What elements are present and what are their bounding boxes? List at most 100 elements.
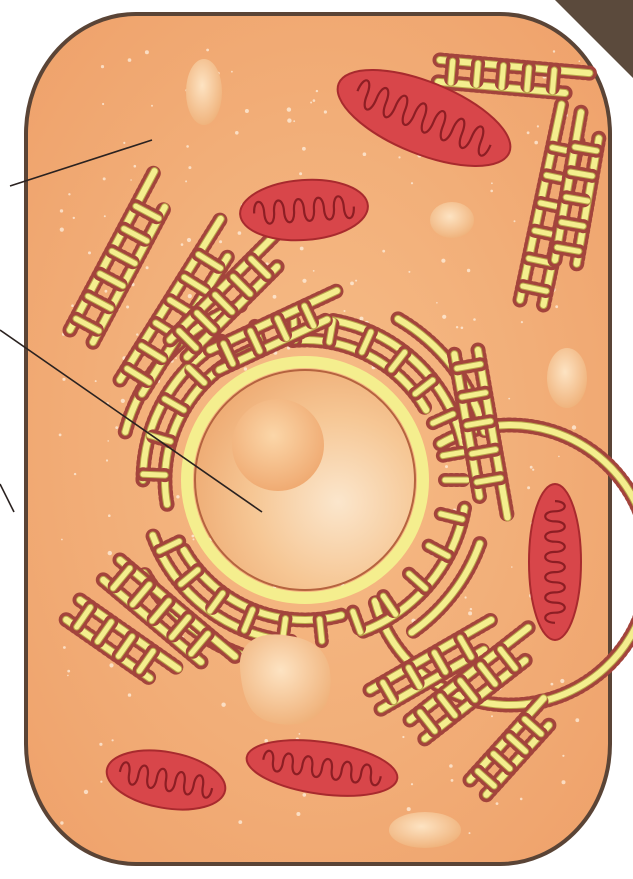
cytoplasm-speckle (442, 315, 446, 319)
cytoplasm-speckle (145, 50, 149, 54)
er-cistern (562, 222, 584, 226)
er-cistern (433, 414, 453, 423)
cytoplasm-speckle (491, 182, 493, 184)
cytoplasm-speckle (176, 495, 179, 498)
cytoplasm-speckle (106, 459, 108, 461)
cytoplasm-speckle (313, 99, 316, 102)
cytoplasm-speckle (302, 147, 306, 151)
cytoplasm-speckle (344, 310, 346, 312)
er-cistern (476, 63, 478, 85)
cytoplasm-speckle (63, 646, 66, 649)
er-cistern (250, 331, 259, 351)
cytoplasm-speckle (123, 142, 125, 144)
cytoplasm-speckle (273, 295, 277, 299)
cytoplasm-speckle (102, 103, 104, 105)
cytoplasm-speckle (468, 611, 472, 615)
cytoplasm-speckle (238, 820, 242, 824)
cytoplasm-speckle (473, 318, 476, 321)
cytoplasm-speckle (175, 357, 177, 359)
er-cistern (557, 247, 579, 251)
cytoplasm-speckle (470, 608, 472, 610)
cytoplasm-speckle (293, 120, 295, 122)
cytoplasm-speckle (126, 306, 129, 309)
cytoplasm-speckle (121, 399, 125, 403)
cytoplasm-speckle (146, 266, 149, 269)
cytoplasm-speckle (115, 426, 118, 429)
er-lumen (527, 68, 529, 90)
cytoplasm-speckle (287, 107, 291, 111)
cytoplasm-speckle (355, 280, 357, 282)
cytoplasm-speckle (360, 317, 364, 321)
cytoplasm-speckle (398, 156, 400, 158)
cytoplasm-speckle (95, 380, 97, 382)
cytoplasm-speckle (490, 190, 493, 193)
cytoplasm-speckle (558, 456, 560, 458)
cytoplasm-speckle (60, 209, 63, 212)
cytoplasm-speckle (299, 733, 301, 735)
er-cistern (441, 514, 462, 519)
cytoplasm-speckle (84, 790, 88, 794)
cytoplasm-speckle (99, 743, 102, 746)
cytoplasm-speckle (60, 228, 64, 232)
nucleus-group (187, 362, 423, 598)
cytoplasm-speckle (553, 50, 555, 52)
er-cistern (409, 668, 420, 687)
er-cistern (224, 344, 233, 364)
cytoplasm-speckle (67, 670, 70, 673)
cytoplasm-speckle (61, 539, 63, 541)
mitochondrion (529, 484, 581, 640)
er-cistern (320, 619, 322, 641)
cytoplasm-speckle (109, 663, 113, 667)
cytoplasm-speckle (73, 217, 75, 219)
er-lumen (552, 70, 554, 92)
cytoplasm-speckle (310, 102, 312, 104)
cytoplasm-speckle (107, 440, 109, 442)
cytoplasm-speckle (324, 110, 327, 113)
cytoplasm-speckle (469, 832, 471, 834)
cytoplasm-speckle (128, 693, 131, 696)
er-cistern (159, 541, 179, 551)
cytoplasm-speckle (71, 304, 74, 307)
cytoplasm-speckle (527, 486, 530, 489)
cytoplasm-speckle (445, 465, 448, 468)
er-cistern (429, 546, 448, 556)
cytoplasm-speckle (186, 145, 189, 148)
er-cistern (566, 197, 588, 201)
cytoplasm-speckle (575, 718, 579, 722)
cytoplasm-speckle (441, 259, 445, 263)
cytoplasm-speckle (244, 367, 247, 370)
cytoplasm-speckle (185, 180, 187, 182)
cytoplasm-speckle (508, 398, 510, 400)
cytoplasm-speckle (350, 282, 354, 286)
cytoplasm-speckle (88, 251, 91, 254)
cytoplasm-speckle (300, 247, 304, 251)
er-cistern (523, 286, 547, 291)
cytoplasm-speckle (527, 131, 530, 134)
er-cistern (165, 399, 184, 410)
cytoplasm-speckle (521, 321, 523, 323)
cytoplasm-speckle (532, 469, 534, 471)
cytoplasm-speckle (136, 333, 138, 335)
cytoplasm-speckle (67, 675, 69, 677)
er-cistern (467, 421, 491, 425)
er-lumen (502, 66, 504, 88)
cytoplasm-speckle (59, 434, 62, 437)
cytoplasm-speckle (206, 49, 209, 52)
er-cistern (353, 612, 361, 633)
cytoplasm-speckle (451, 779, 454, 782)
cytoplasm-speckle (108, 551, 112, 555)
cytoplasm-speckle (104, 215, 106, 217)
cytoplasm-speckle (411, 182, 413, 184)
cytoplasm-speckle (187, 238, 191, 242)
vacuole (547, 348, 587, 408)
cytoplasm-speckle (188, 166, 191, 169)
er-lumen (143, 474, 165, 475)
er-cistern (143, 474, 165, 475)
vacuole (240, 634, 331, 724)
er-lumen (476, 63, 478, 85)
cytoplasm-speckle (74, 473, 76, 475)
cytoplasm-speckle (436, 302, 438, 304)
cytoplasm-speckle (411, 783, 413, 785)
cytoplasm-speckle (467, 269, 470, 272)
